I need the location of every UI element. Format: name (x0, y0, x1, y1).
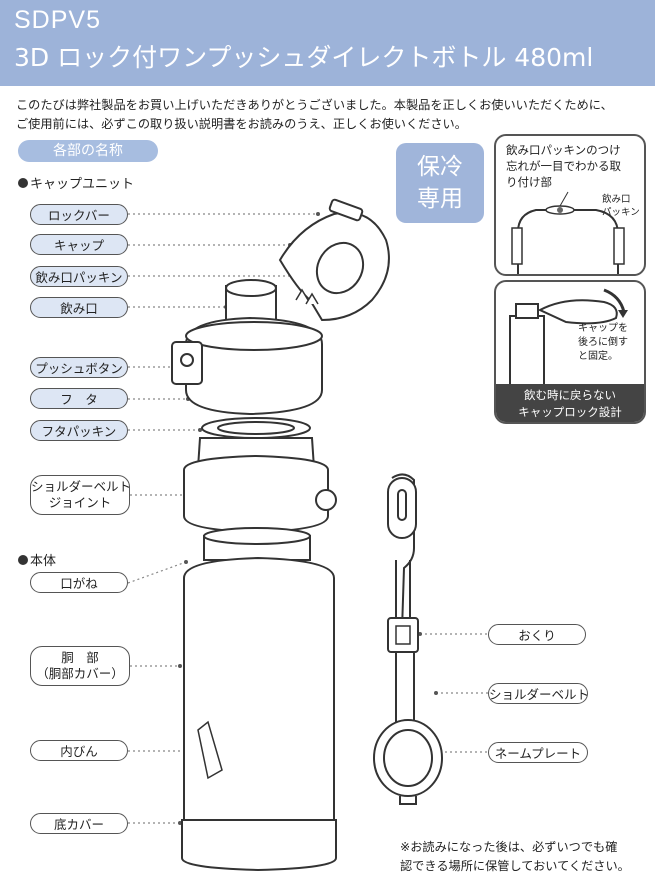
intro-line-2: ご使用前には、必ずこの取り扱い説明書をお読みのうえ、正しくお使いください。 (16, 117, 467, 131)
label-push-button: プッシュボタン (30, 357, 128, 378)
label-shoulder-belt: ショルダーベルト (488, 683, 589, 704)
panel2-note: キャップを 後ろに倒す と固定。 (578, 323, 628, 362)
panel1-subtext: 飲み口 パッキン (602, 194, 640, 218)
panel2-caption: 飲む時に戻らない キャップロック設計 (496, 384, 644, 422)
bullet-icon (18, 178, 28, 188)
label-lock-bar: ロックバー (30, 204, 128, 225)
label-lid-packing: フタパッキン (30, 420, 128, 441)
intro-line-1: このたびは弊社製品をお買い上げいただきありがとうございました。本製品を正しくお使… (16, 98, 613, 112)
label-okuri: おくり (488, 624, 586, 645)
cap-unit-heading: キャップユニット (18, 173, 134, 192)
header-banner: SDPV5 3D ロック付ワンプッシュダイレクトボトル 480ml (0, 0, 655, 86)
product-name: 3D ロック付ワンプッシュダイレクトボトル 480ml (14, 43, 594, 72)
label-bottom-cover: 底カバー (30, 813, 128, 834)
label-barrel: 胴 部 （胴部カバー） (30, 646, 130, 686)
label-spout: 飲み口 (30, 297, 128, 318)
label-lid: フ タ (30, 388, 128, 409)
cold-only-badge: 保冷 専用 (396, 143, 484, 223)
label-spout-packing: 飲み口パッキン (30, 266, 128, 287)
panel1-bottle-top-illustration (511, 191, 625, 274)
label-nameplate: ネームプレート (488, 742, 588, 763)
label-mouth-ring: 口がね (30, 572, 128, 593)
section-title: 各部の名称 (18, 140, 158, 162)
panel1-text: 飲み口パッキンのつけ 忘れが一目でわかる取 り付け部 (506, 143, 621, 189)
cap-lock-panel: キャップを 後ろに倒す と固定。 飲む時に戻らない キャップロック設計 (494, 280, 646, 424)
bullet-icon (18, 555, 28, 565)
intro-text: このたびは弊社製品をお買い上げいただきありがとうございました。本製品を正しくお使… (16, 96, 646, 134)
label-shoulder-joint: ショルダーベルト ジョイント (30, 475, 131, 515)
panel2-bottle-illustration (509, 288, 628, 392)
label-inner-bottle: 内びん (30, 740, 128, 761)
body-heading: 本体 (18, 550, 56, 569)
packing-indicator-panel: 飲み口パッキンのつけ 忘れが一目でわかる取 り付け部 飲み口 パッキン (494, 134, 646, 276)
label-cap: キャップ (30, 234, 128, 255)
model-number: SDPV5 (14, 6, 101, 34)
footnote: ※お読みになった後は、必ずいつでも確 認できる場所に保管しておいてください。 (400, 840, 630, 873)
